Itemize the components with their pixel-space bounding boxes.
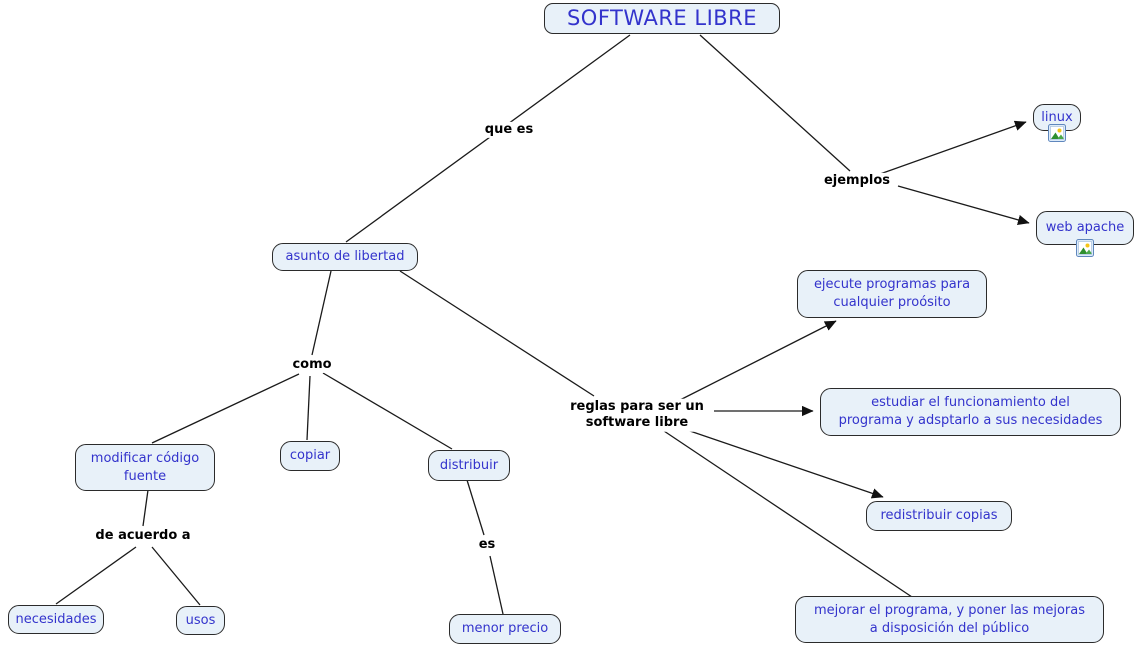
link-label-es[interactable]: es <box>475 536 499 554</box>
edge-de-acuerdo-necesidades <box>55 546 137 605</box>
node-necesidades[interactable]: necesidades <box>8 605 104 634</box>
node-modificar-codigo-fuente[interactable]: modificar código fuente <box>75 444 215 491</box>
link-label-como[interactable]: como <box>289 356 335 374</box>
edge-como-distribuir <box>322 372 453 450</box>
link-label-de-acuerdo-a[interactable]: de acuerdo a <box>92 527 194 545</box>
edge-como-copiar <box>306 375 311 441</box>
node-usos[interactable]: usos <box>176 606 225 635</box>
edge-reglas-redistribuir <box>686 429 884 499</box>
node-mejorar-programa[interactable]: mejorar el programa, y poner las mejoras… <box>795 596 1104 643</box>
node-asunto-de-libertad[interactable]: asunto de libertad <box>272 243 418 271</box>
image-icon[interactable] <box>1076 239 1094 257</box>
link-label-que-es[interactable]: que es <box>481 121 537 139</box>
edge-como-modificar <box>151 373 300 444</box>
node-redistribuir-copias[interactable]: redistribuir copias <box>866 501 1012 531</box>
node-ejecute-programas[interactable]: ejecute programas para cualquier proósit… <box>797 270 987 318</box>
edge-de-acuerdo-usos <box>151 546 201 606</box>
edge-asunto-reglas <box>399 270 595 397</box>
image-icon[interactable] <box>1048 124 1066 142</box>
edge-ejemplos-web-apache <box>897 185 1030 226</box>
node-estudiar-funcionamiento[interactable]: estudiar el funcionamiento del programa … <box>820 388 1121 436</box>
node-software-libre[interactable]: SOFTWARE LIBRE <box>544 3 780 34</box>
edge-asunto-como <box>311 270 332 356</box>
link-label-ejemplos[interactable]: ejemplos <box>820 172 894 190</box>
edge-distribuir-es <box>466 479 485 536</box>
edge-title-ejemplos <box>699 34 851 172</box>
node-copiar[interactable]: copiar <box>280 441 340 471</box>
edge-modificar-de-acuerdo <box>142 489 149 527</box>
edge-reglas-ejecute <box>677 320 837 402</box>
edge-reglas-mejorar <box>657 426 913 598</box>
node-menor-precio[interactable]: menor precio <box>449 614 561 644</box>
edge-ejemplos-linux <box>879 120 1027 175</box>
edge-es-menor-precio <box>489 555 504 615</box>
node-distribuir[interactable]: distribuir <box>428 450 510 481</box>
link-label-reglas[interactable]: reglas para ser un software libre <box>567 398 707 432</box>
edge-title-asunto <box>345 34 631 243</box>
